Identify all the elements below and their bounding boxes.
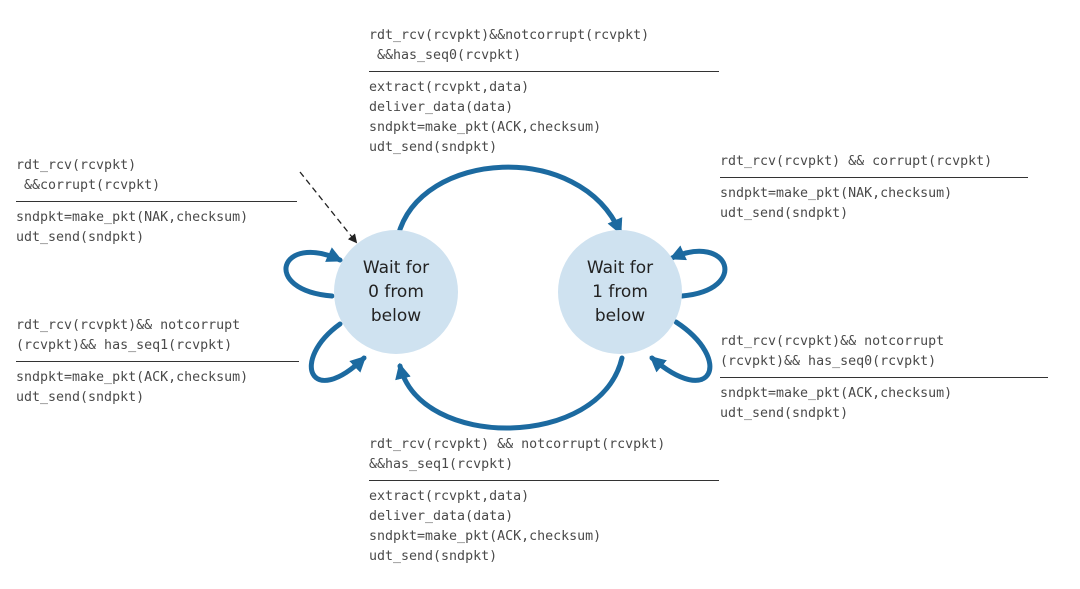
event-line: rdt_rcv(rcvpkt) <box>16 158 137 173</box>
event-line: (rcvpkt)&& has_seq0(rcvpkt) <box>720 354 937 369</box>
action-line: sndpkt=make_pkt(ACK,checksum) <box>369 529 602 544</box>
self-loop-left-seq1 <box>308 321 367 383</box>
divider <box>16 361 299 362</box>
event-line: rdt_rcv(rcvpkt)&& notcorrupt <box>720 334 945 349</box>
action-line: sndpkt=make_pkt(ACK,checksum) <box>720 386 953 401</box>
arc-top-0-to-1 <box>395 164 623 239</box>
state-label-line: 0 from <box>368 282 424 302</box>
event-line: &&has_seq1(rcvpkt) <box>369 457 514 472</box>
transition-label-right-corrupt: rdt_rcv(rcvpkt) && corrupt(rcvpkt) sndpk… <box>720 152 1028 224</box>
transition-label-left-corrupt: rdt_rcv(rcvpkt) &&corrupt(rcvpkt) sndpkt… <box>16 156 297 248</box>
event-line: rdt_rcv(rcvpkt)&& notcorrupt <box>16 318 241 333</box>
transition-label-bottom: rdt_rcv(rcvpkt) && notcorrupt(rcvpkt) &&… <box>369 435 719 567</box>
transition-label-left-seq1: rdt_rcv(rcvpkt)&& notcorrupt (rcvpkt)&& … <box>16 316 299 408</box>
event-line: rdt_rcv(rcvpkt) && notcorrupt(rcvpkt) <box>369 437 666 452</box>
action-line: udt_send(sndpkt) <box>369 549 498 564</box>
state-wait-1: Wait for 1 from below <box>558 230 682 354</box>
action-line: sndpkt=make_pkt(NAK,checksum) <box>720 186 953 201</box>
transition-label-top: rdt_rcv(rcvpkt)&&notcorrupt(rcvpkt) &&ha… <box>369 26 719 158</box>
event-line: rdt_rcv(rcvpkt)&&notcorrupt(rcvpkt) <box>369 28 650 43</box>
action-line: udt_send(sndpkt) <box>720 406 849 421</box>
action-line: udt_send(sndpkt) <box>16 230 145 245</box>
state-label-line: below <box>370 306 422 326</box>
event-line: &&has_seq0(rcvpkt) <box>369 48 522 63</box>
action-line: deliver_data(data) <box>369 100 514 115</box>
state-wait-0: Wait for 0 from below <box>334 230 458 354</box>
action-line: sndpkt=make_pkt(ACK,checksum) <box>369 120 602 135</box>
action-line: udt_send(sndpkt) <box>16 390 145 405</box>
self-loop-left-corrupt <box>283 247 343 299</box>
self-loop-right-seq0 <box>649 319 713 383</box>
divider <box>369 480 719 481</box>
divider <box>720 177 1028 178</box>
action-line: udt_send(sndpkt) <box>369 140 498 155</box>
action-line: sndpkt=make_pkt(ACK,checksum) <box>16 370 249 385</box>
state-label-line: 1 from <box>592 282 648 302</box>
event-line: &&corrupt(rcvpkt) <box>16 178 161 193</box>
divider <box>720 377 1048 378</box>
state-label-line: Wait for <box>362 258 430 278</box>
divider <box>369 71 719 72</box>
event-line: (rcvpkt)&& has_seq1(rcvpkt) <box>16 338 233 353</box>
initial-state-arrow <box>299 171 358 244</box>
state-label-line: below <box>594 306 646 326</box>
action-line: extract(rcvpkt,data) <box>369 489 530 504</box>
action-line: deliver_data(data) <box>369 509 514 524</box>
action-line: extract(rcvpkt,data) <box>369 80 530 95</box>
event-line: rdt_rcv(rcvpkt) && corrupt(rcvpkt) <box>720 154 993 169</box>
state-label-line: Wait for <box>586 258 654 278</box>
transition-label-right-seq0: rdt_rcv(rcvpkt)&& notcorrupt (rcvpkt)&& … <box>720 332 1048 424</box>
action-line: udt_send(sndpkt) <box>720 206 849 221</box>
divider <box>16 201 297 202</box>
self-loop-right-corrupt <box>669 245 728 299</box>
action-line: sndpkt=make_pkt(NAK,checksum) <box>16 210 249 225</box>
arc-bottom-1-to-0 <box>395 355 625 431</box>
